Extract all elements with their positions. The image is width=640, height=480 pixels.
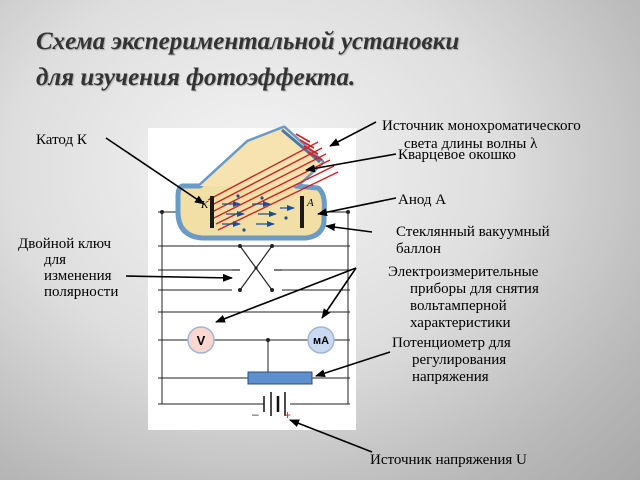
anode-plate bbox=[300, 196, 304, 228]
battery bbox=[263, 392, 286, 416]
label-quartz-window: Кварцевое окошко bbox=[398, 147, 516, 163]
milliammeter: мА bbox=[307, 326, 335, 354]
electron-flow-arrows bbox=[222, 201, 295, 227]
label-anode: Анод А bbox=[398, 192, 447, 208]
label-switch-line-2: для bbox=[44, 252, 67, 268]
label-cathode: Катод К bbox=[36, 132, 87, 148]
circuit-wires bbox=[158, 211, 350, 405]
battery-minus: – bbox=[252, 407, 259, 421]
electrons bbox=[236, 194, 288, 232]
cathode-plate bbox=[210, 196, 214, 228]
cathode-letter: К bbox=[200, 199, 209, 211]
voltmeter-symbol: V bbox=[197, 333, 206, 348]
anode-letter: А bbox=[306, 197, 314, 209]
title-line-2: для изучения фотоэффекта. bbox=[36, 64, 356, 91]
label-voltage-source: Источник напряжения U bbox=[370, 452, 527, 468]
label-switch-line-4: полярности bbox=[44, 284, 119, 300]
junction-dots bbox=[160, 210, 350, 342]
label-meters-line-1: Электроизмерительные bbox=[388, 264, 539, 280]
potentiometer[interactable] bbox=[247, 371, 313, 385]
label-potentiometer-line-3: напряжения bbox=[412, 369, 489, 385]
label-meters-line-4: характеристики bbox=[410, 315, 511, 331]
label-light-source-line-2: света длины волны λ bbox=[404, 136, 538, 152]
light-ray-tips bbox=[295, 133, 323, 161]
battery-plus: + bbox=[284, 408, 291, 422]
label-meters-line-3: вольтамперной bbox=[410, 298, 507, 314]
switch-contacts bbox=[238, 244, 274, 292]
label-light-source-line-1: Источник монохроматического bbox=[382, 118, 581, 134]
voltmeter: V bbox=[187, 326, 215, 354]
quartz-window bbox=[281, 128, 321, 164]
label-bulb-line-1: Стеклянный вакуумный bbox=[396, 224, 550, 240]
label-switch-line-1: Двойной ключ bbox=[18, 236, 111, 252]
label-meters-line-2: приборы для снятия bbox=[410, 281, 539, 297]
page-title: Схема экспериментальной установки для из… bbox=[36, 24, 459, 96]
label-potentiometer-line-2: регулирования bbox=[412, 352, 507, 368]
label-potentiometer-line-1: Потенциометр для bbox=[392, 335, 511, 351]
label-switch-line-3: изменения bbox=[44, 268, 112, 284]
title-line-1: Схема экспериментальной установки bbox=[36, 28, 460, 55]
pointer-arrows bbox=[105, 121, 397, 453]
ammeter-symbol: мА bbox=[313, 335, 329, 347]
label-bulb-line-2: баллон bbox=[396, 241, 441, 257]
